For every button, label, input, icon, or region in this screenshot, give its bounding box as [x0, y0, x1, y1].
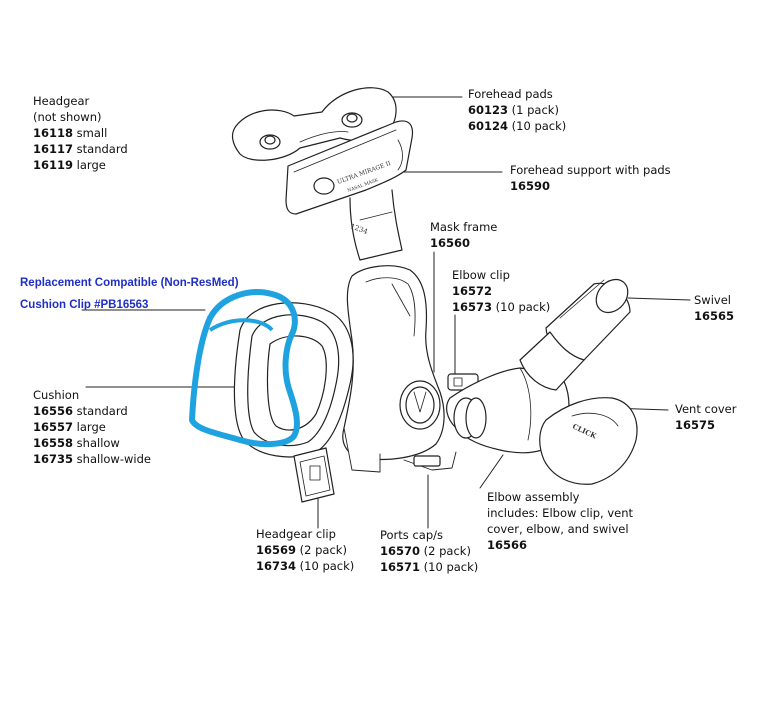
forehead-support	[285, 120, 414, 261]
elbow-assembly-line-3: cover, elbow, and swivel	[487, 522, 629, 536]
elbow-clip-row: 16573 (10 pack)	[452, 300, 551, 314]
headgear-clip-label: Headgear clip 16569 (2 pack) 16734 (10 p…	[256, 526, 354, 574]
headgear-title: Headgear	[33, 94, 90, 108]
ports-cap-row: 16571 (10 pack)	[380, 560, 479, 574]
vent-cover-code: 16575	[675, 418, 716, 432]
elbow-clip-label: Elbow clip 16572 16573 (10 pack)	[452, 267, 550, 315]
cushion-label: Cushion 16556 standard 16557 large 16558…	[33, 387, 151, 467]
headgear-row: 16118 small	[33, 126, 108, 140]
elbow-assembly-label: Elbow assembly includes: Elbow clip, ven…	[487, 489, 633, 553]
headgear-clip-row: 16569 (2 pack)	[256, 543, 347, 557]
elbow-clip-title: Elbow clip	[452, 268, 510, 282]
headgear-row: 16117 standard	[33, 142, 128, 156]
swivel	[519, 278, 631, 391]
cushion-row: 16558 shallow	[33, 436, 120, 450]
headgear-clip	[293, 447, 335, 503]
cushion-title: Cushion	[33, 388, 80, 402]
cushion	[233, 302, 354, 458]
forehead-pads-row: 60123 (1 pack)	[468, 103, 559, 117]
elbow	[446, 367, 570, 454]
headgear-clip-title: Headgear clip	[256, 527, 336, 541]
vent-cover-title: Vent cover	[675, 402, 737, 416]
vent-cover	[539, 397, 638, 485]
mask-frame-title: Mask frame	[430, 220, 498, 234]
forehead-pads-row: 60124 (10 pack)	[468, 119, 567, 133]
mask-frame	[342, 265, 457, 473]
swivel-code: 16565	[694, 309, 735, 323]
elbow-clip-row: 16572	[452, 284, 493, 298]
swivel-title: Swivel	[694, 293, 731, 307]
forehead-support-title: Forehead support with pads	[510, 163, 671, 177]
replacement-line-2: Cushion Clip #PB16563	[20, 299, 149, 311]
elbow-assembly-line-2: includes: Elbow clip, vent	[487, 506, 634, 520]
headgear-label: Headgear (not shown) 16118 small 16117 s…	[33, 93, 128, 173]
cushion-row: 16557 large	[33, 420, 106, 434]
elbow-assembly-title: Elbow assembly	[487, 490, 580, 504]
elbow-assembly-code: 16566	[487, 538, 528, 552]
mask-frame-label: Mask frame 16560	[430, 219, 497, 251]
swivel-label: Swivel 16565	[694, 292, 734, 324]
ports-cap-label: Ports cap/s 16570 (2 pack) 16571 (10 pac…	[380, 527, 478, 575]
headgear-row: 16119 large	[33, 158, 106, 172]
replacement-note: Replacement Compatible (Non-ResMed) Cush…	[20, 272, 239, 316]
forehead-pads-label: Forehead pads 60123 (1 pack) 60124 (10 p…	[468, 86, 566, 134]
mask-frame-code: 16560	[430, 236, 471, 250]
headgear-note: (not shown)	[33, 110, 102, 124]
vent-cover-label: Vent cover 16575	[675, 401, 736, 433]
forehead-pads-title: Forehead pads	[468, 87, 553, 101]
ports-cap-row: 16570 (2 pack)	[380, 544, 471, 558]
cushion-row: 16735 shallow-wide	[33, 452, 151, 466]
replacement-cushion-clip	[189, 289, 300, 448]
ports-cap-title: Ports cap/s	[380, 528, 443, 542]
replacement-line-1: Replacement Compatible (Non-ResMed)	[20, 277, 239, 289]
cushion-row: 16556 standard	[33, 404, 128, 418]
headgear-clip-row: 16734 (10 pack)	[256, 559, 355, 573]
forehead-support-label: Forehead support with pads 16590	[510, 162, 671, 194]
forehead-support-code: 16590	[510, 179, 551, 193]
